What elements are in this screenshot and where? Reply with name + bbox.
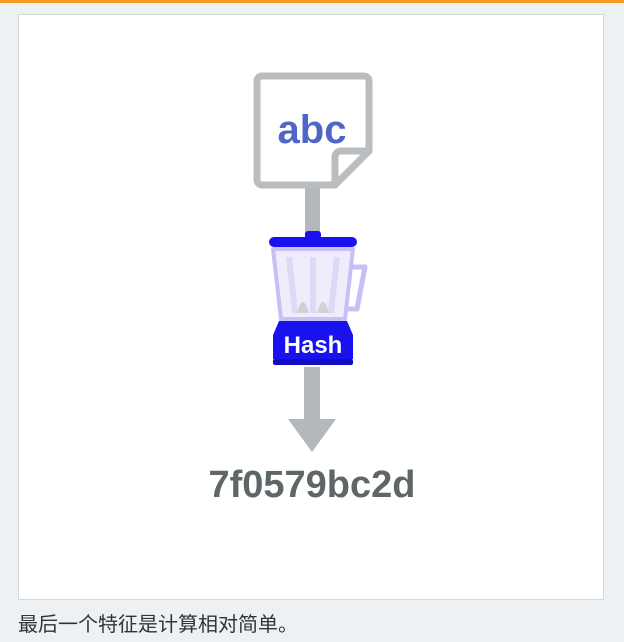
document-icon: abc — [253, 72, 373, 189]
figure-panel: abc Hash 7f0579bc2d — [18, 14, 604, 600]
down-arrow-icon — [288, 367, 336, 452]
hash-output-text: 7f0579bc2d — [208, 464, 415, 506]
caption-text: 最后一个特征是计算相对简单。 — [18, 612, 298, 636]
top-accent-bar — [0, 0, 624, 3]
hash-diagram: abc Hash 7f0579bc2d — [208, 72, 416, 506]
blender-icon: Hash — [269, 231, 368, 365]
hash-label: Hash — [284, 332, 343, 359]
connector-line — [305, 185, 320, 237]
input-text: abc — [278, 108, 347, 152]
